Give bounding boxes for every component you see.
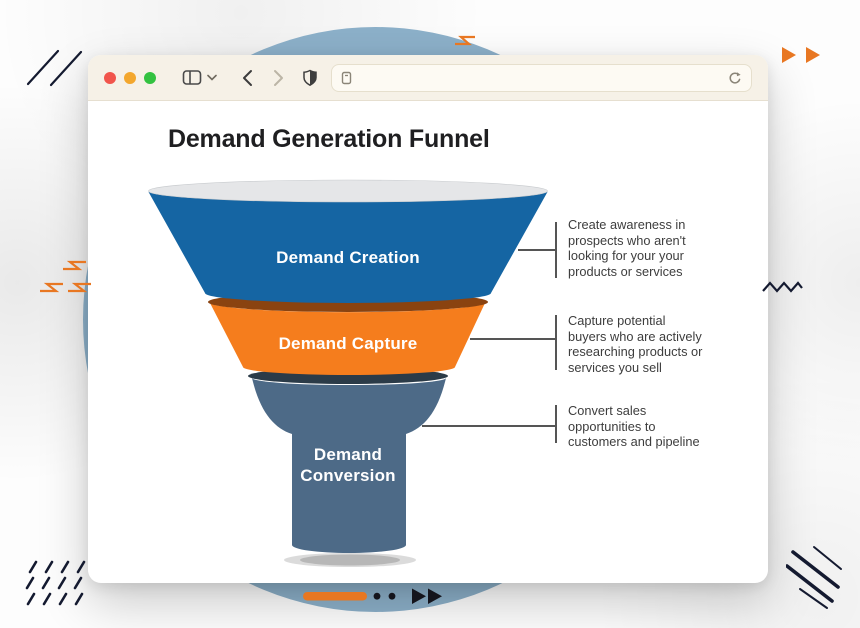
address-bar[interactable] — [331, 63, 752, 92]
window-controls — [104, 71, 156, 84]
connector-line — [555, 315, 557, 370]
note-demand-conversion: Convert sales opportunities to customers… — [568, 403, 700, 450]
refresh-icon — [729, 71, 741, 83]
back-button[interactable] — [241, 69, 253, 87]
browser-toolbar — [88, 55, 768, 101]
sidebar-icon — [182, 70, 202, 85]
shield-icon — [303, 69, 317, 86]
funnel-stage-demand-conversion — [252, 378, 446, 553]
sidebar-toggle-button[interactable] — [182, 69, 202, 86]
privacy-shield-button[interactable] — [301, 69, 319, 87]
funnel-shadow — [284, 553, 416, 567]
zigzag-icon — [455, 35, 475, 46]
carousel-next-icon — [412, 588, 426, 604]
refresh-button[interactable] — [728, 71, 742, 85]
stage-label-demand-conversion: Demand Conversion — [300, 445, 396, 485]
funnel-shadow — [300, 554, 400, 566]
connector-line — [422, 425, 555, 427]
connector-line — [470, 338, 555, 340]
minimize-window-button[interactable] — [124, 71, 136, 84]
tab-overview-chevron[interactable] — [207, 74, 217, 81]
carousel-controls — [303, 588, 442, 604]
stage-label-demand-creation: Demand Creation — [276, 248, 420, 267]
double-arrow-right-icon — [782, 47, 820, 63]
address-input[interactable] — [358, 64, 722, 91]
forward-icon — [274, 69, 283, 86]
close-window-button[interactable] — [104, 71, 116, 84]
funnel-stage-demand-capture — [210, 303, 485, 375]
zoom-window-button[interactable] — [144, 71, 156, 84]
page-icon — [341, 71, 352, 84]
wave-zigzag-icon — [762, 281, 803, 293]
note-demand-capture: Capture potential buyers who are activel… — [568, 313, 703, 375]
carousel-dot — [388, 592, 396, 600]
funnel-top-opening — [148, 179, 548, 203]
stage-label-demand-capture: Demand Capture — [278, 334, 418, 353]
funnel-stage-demand-creation — [148, 191, 548, 303]
forward-button[interactable] — [273, 69, 285, 87]
connector-line — [555, 222, 557, 278]
back-icon — [243, 69, 252, 86]
note-demand-creation: Create awareness in prospects who aren't… — [568, 217, 686, 279]
connector-line — [555, 405, 557, 443]
double-slash-decoration — [26, 49, 83, 87]
funnel-diagram — [148, 179, 548, 567]
hatch-grid-decoration — [25, 560, 86, 606]
page-content: Demand Generation Funnel Demand Creation… — [88, 101, 768, 582]
carousel-active-bar — [303, 592, 367, 601]
diagonal-lines-decoration — [786, 546, 842, 609]
connector-line — [518, 249, 555, 251]
triple-zigzag-decoration — [40, 260, 91, 293]
browser-window: Demand Generation Funnel Demand Creation… — [88, 55, 768, 583]
chevron-down-icon — [207, 74, 217, 81]
carousel-dot — [373, 592, 381, 600]
carousel-next-icon — [428, 588, 442, 604]
page-title: Demand Generation Funnel — [168, 125, 490, 153]
